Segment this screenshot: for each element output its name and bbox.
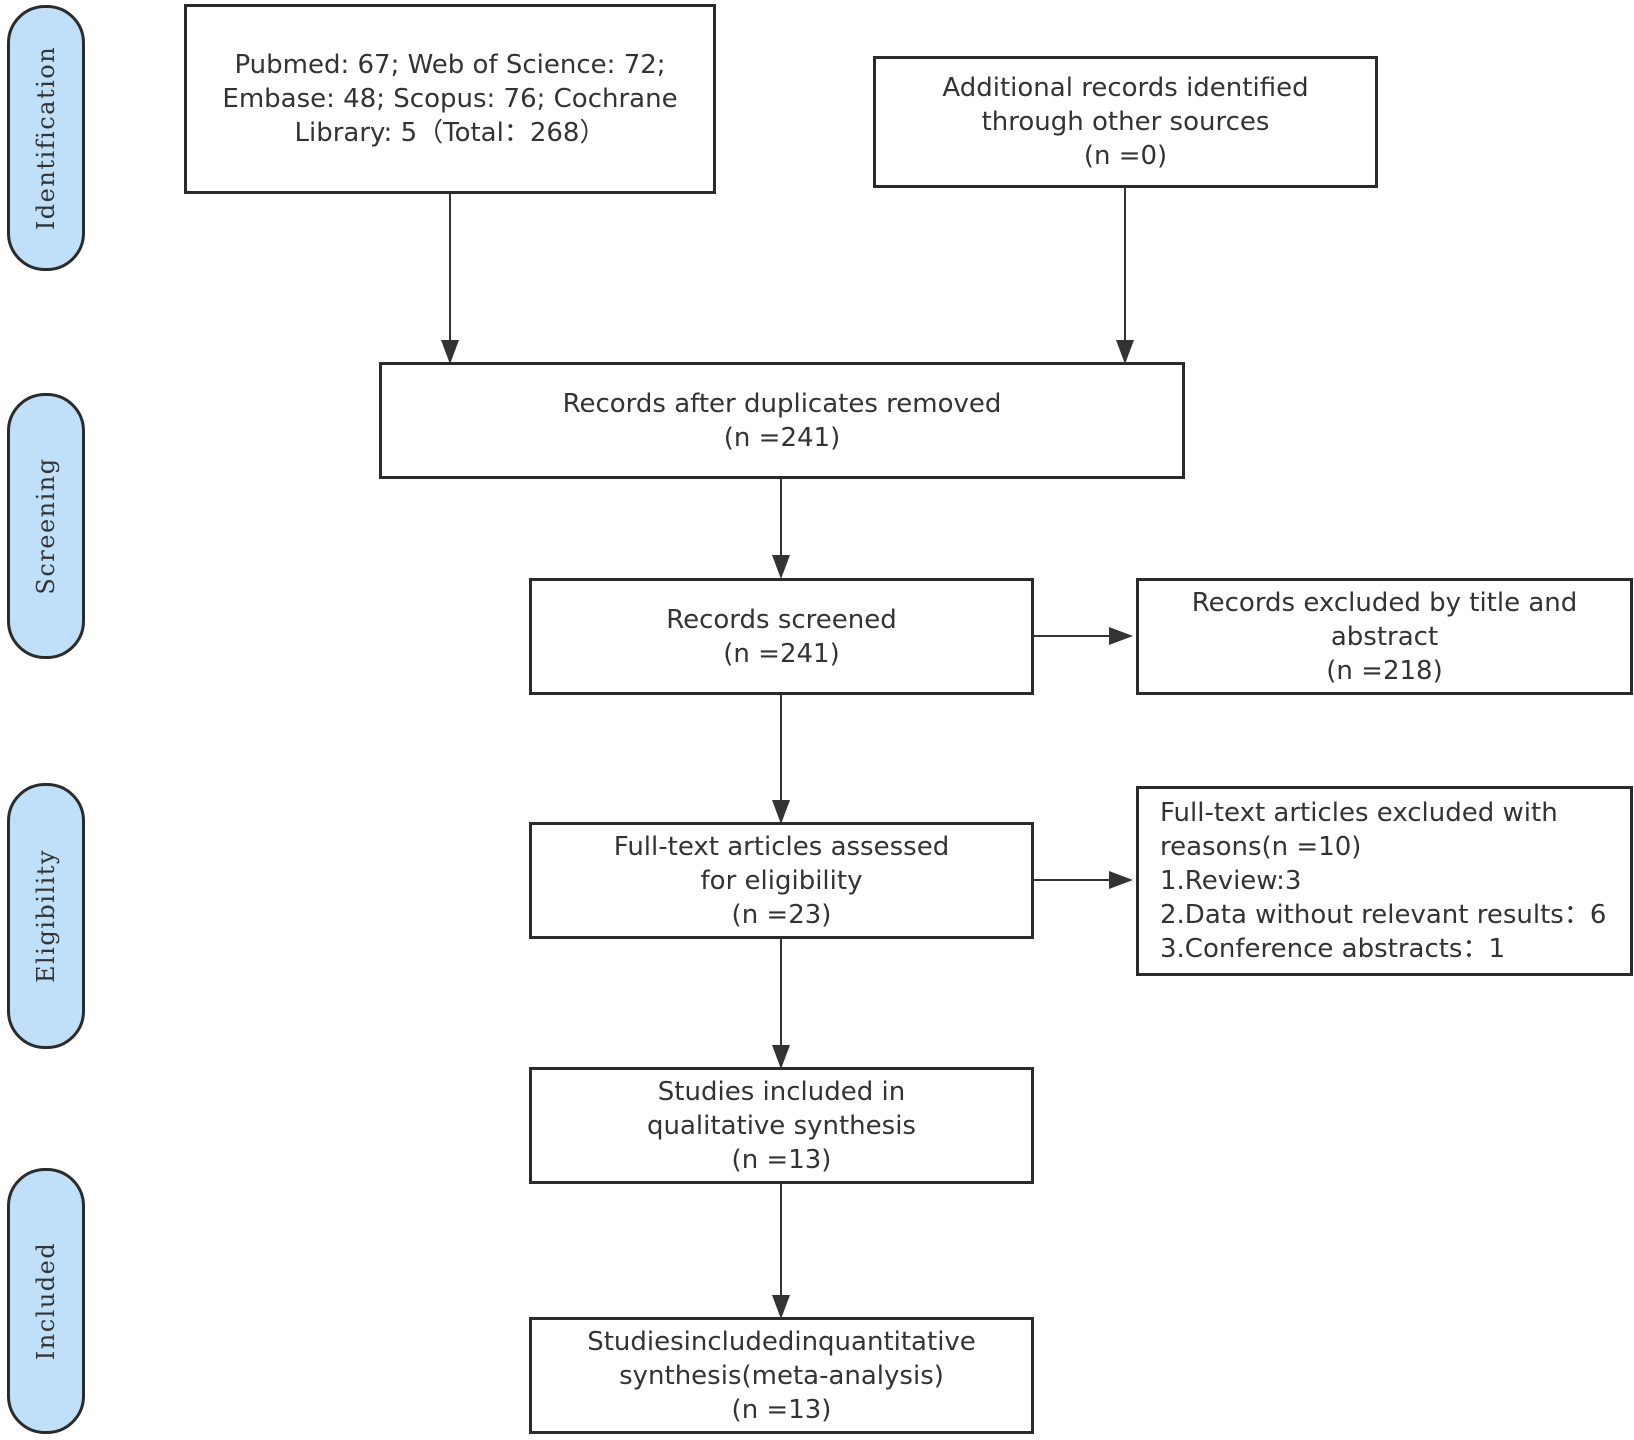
box-line: (n =218) [1326, 655, 1443, 686]
box-line: Studiesincludedinquantitative [587, 1326, 976, 1357]
box-fulltext-assessed: Full-text articles assessed for eligibil… [529, 822, 1034, 939]
box-line: (n =13) [731, 1394, 832, 1425]
box-line: Embase: 48; Scopus: 76; Cochrane [222, 84, 678, 114]
box-line: Records after duplicates removed [562, 388, 1002, 419]
phase-screening: Screening [7, 393, 85, 659]
box-database-records: Pubmed: 67; Web of Science: 72; Embase: … [184, 4, 716, 194]
phase-eligibility: Eligibility [7, 783, 85, 1049]
box-line: Studies included in [657, 1076, 906, 1107]
box-line: Records excluded by title and [1191, 587, 1578, 618]
box-line: 2.Data without relevant results：6 [1160, 900, 1607, 930]
box-line: Additional records identified [942, 73, 1309, 103]
box-line: (n =0) [1083, 141, 1168, 171]
arrowhead-databases [441, 340, 459, 364]
box-line: synthesis(meta-analysis) [619, 1360, 944, 1391]
box-quantitative-synthesis: Studiesincludedinquantitative synthesis(… [529, 1317, 1034, 1434]
box-line: abstract [1330, 621, 1439, 652]
box-line: Pubmed: 67; Web of Science: 72; [234, 50, 666, 80]
box-line: (n =241) [723, 638, 840, 669]
arrowhead-fulltext-right [1109, 871, 1133, 889]
arrowhead-screened-right [1109, 627, 1133, 645]
box-additional-records: Additional records identified through ot… [873, 56, 1378, 188]
box-line: (n =241) [723, 422, 841, 453]
box-line: Library: 5（Total：268） [294, 118, 606, 148]
phase-identification: Identification [7, 5, 85, 271]
arrowhead-dedup [772, 555, 790, 579]
arrowhead-screened-down [772, 800, 790, 824]
box-line: 1.Review:3 [1160, 866, 1302, 896]
box-line: (n =23) [731, 899, 832, 930]
box-line: Full-text articles assessed [613, 831, 950, 862]
arrowhead-fulltext-down [772, 1045, 790, 1069]
box-records-screened: Records screened (n =241) [529, 578, 1034, 695]
box-fulltext-excluded: Full-text articles excluded with reasons… [1136, 786, 1633, 976]
box-line: Full-text articles excluded with [1160, 798, 1558, 828]
box-line: reasons(n =10) [1160, 832, 1362, 862]
arrowhead-additional [1116, 340, 1134, 364]
arrowhead-qualitative-down [772, 1295, 790, 1319]
box-after-duplicates: Records after duplicates removed (n =241… [379, 362, 1185, 479]
box-line: through other sources [981, 107, 1270, 137]
box-records-excluded: Records excluded by title and abstract (… [1136, 578, 1633, 695]
box-line: 3.Conference abstracts：1 [1160, 934, 1506, 964]
phase-included: Included [7, 1168, 85, 1434]
box-line: Records screened [666, 604, 897, 635]
box-line: for eligibility [700, 865, 863, 896]
box-qualitative-synthesis: Studies included in qualitative synthesi… [529, 1067, 1034, 1184]
box-line: qualitative synthesis [647, 1110, 916, 1141]
box-line: (n =13) [731, 1144, 832, 1175]
